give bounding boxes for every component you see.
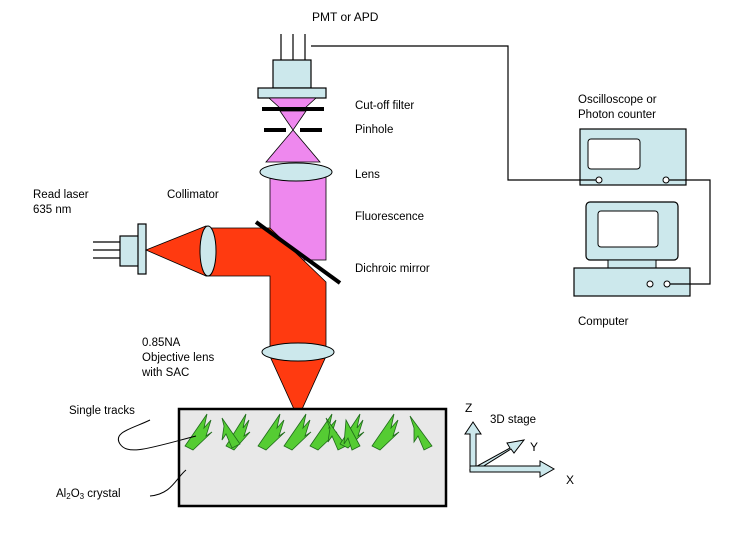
oscilloscope-port-left: [595, 176, 603, 184]
crystal-label: Al2O3 crystal: [56, 487, 121, 504]
collimator-label: Collimator: [167, 189, 219, 201]
objective-label-name: Objective lens: [142, 352, 215, 364]
stage-label: 3D stage: [490, 414, 537, 426]
laser-pins: [93, 241, 120, 259]
oscilloscope-to-computer-cable: [669, 179, 711, 285]
oscilloscope-label-1: Oscilloscope or: [578, 94, 657, 106]
fluorescence-top-beam: [267, 97, 318, 109]
upper-lens: [259, 162, 333, 182]
computer-stand: [607, 259, 657, 269]
axis-z-label: Z: [465, 401, 473, 415]
al2o3-crystal: [177, 407, 448, 508]
objective-label-sac: with SAC: [142, 367, 190, 379]
pinhole-left: [264, 128, 286, 132]
axis-x-label: X: [566, 473, 575, 487]
axis-y-label: Y: [530, 440, 539, 454]
computer-label: Computer: [578, 316, 629, 328]
track-4: [257, 413, 286, 451]
crystal-leader: [149, 469, 187, 497]
cutoff-filter-label: Cut-off filter: [355, 100, 415, 112]
track-1: [184, 413, 213, 451]
detector-label: PMT or APD: [312, 10, 379, 24]
read-laser-label: Read laser: [33, 189, 89, 201]
dichroic-mirror-label: Dichroic mirror: [355, 263, 430, 275]
objective-label-na: 0.85NA: [142, 337, 181, 349]
detector-to-oscilloscope-cable: [311, 45, 596, 181]
crystal-label-sub-2: 2: [66, 492, 71, 501]
fluorescence-label: Fluorescence: [355, 211, 425, 223]
laser-body: [119, 235, 141, 267]
oscilloscope-label-2: Photon counter: [578, 109, 657, 121]
collimator-lens: [199, 225, 217, 277]
crystal-label-al: Al: [56, 488, 67, 500]
axis-x-arrow: [469, 460, 556, 478]
fluorescence-hourglass: [265, 110, 321, 163]
objective-lens: [261, 342, 335, 362]
axis-z-arrow: [464, 421, 482, 471]
laser-diverging-beam: [144, 225, 207, 277]
track-5: [283, 413, 312, 451]
crystal-label-sub-3: 3: [79, 492, 85, 501]
stage-axes: [464, 421, 556, 478]
dichroic-mirror: [254, 220, 342, 285]
detector-body: [272, 59, 312, 89]
cutoff-filter: [262, 107, 324, 111]
computer-port-right: [663, 280, 671, 288]
computer-port-left: [646, 280, 654, 288]
track-3: [221, 417, 241, 449]
detector-base: [257, 87, 327, 99]
oscilloscope-screen: [587, 138, 641, 170]
computer-base: [573, 267, 691, 297]
pinhole-right: [300, 128, 322, 132]
single-tracks: [184, 413, 433, 451]
detector-pins: [280, 34, 306, 60]
pinhole-label: Pinhole: [355, 124, 394, 136]
crystal-label-o: O: [70, 488, 80, 500]
track-10: [371, 413, 400, 451]
crystal-label-suffix: crystal: [84, 488, 121, 500]
computer-screen: [597, 210, 659, 248]
track-9: [343, 418, 361, 451]
laser-flange: [137, 223, 147, 275]
read-laser-wavelength: 635 nm: [33, 204, 72, 216]
oscilloscope-port-right: [662, 176, 670, 184]
track-11: [409, 415, 433, 451]
single-tracks-leader: [117, 419, 197, 451]
single-tracks-label: Single tracks: [69, 405, 135, 417]
lens-label: Lens: [355, 169, 380, 181]
